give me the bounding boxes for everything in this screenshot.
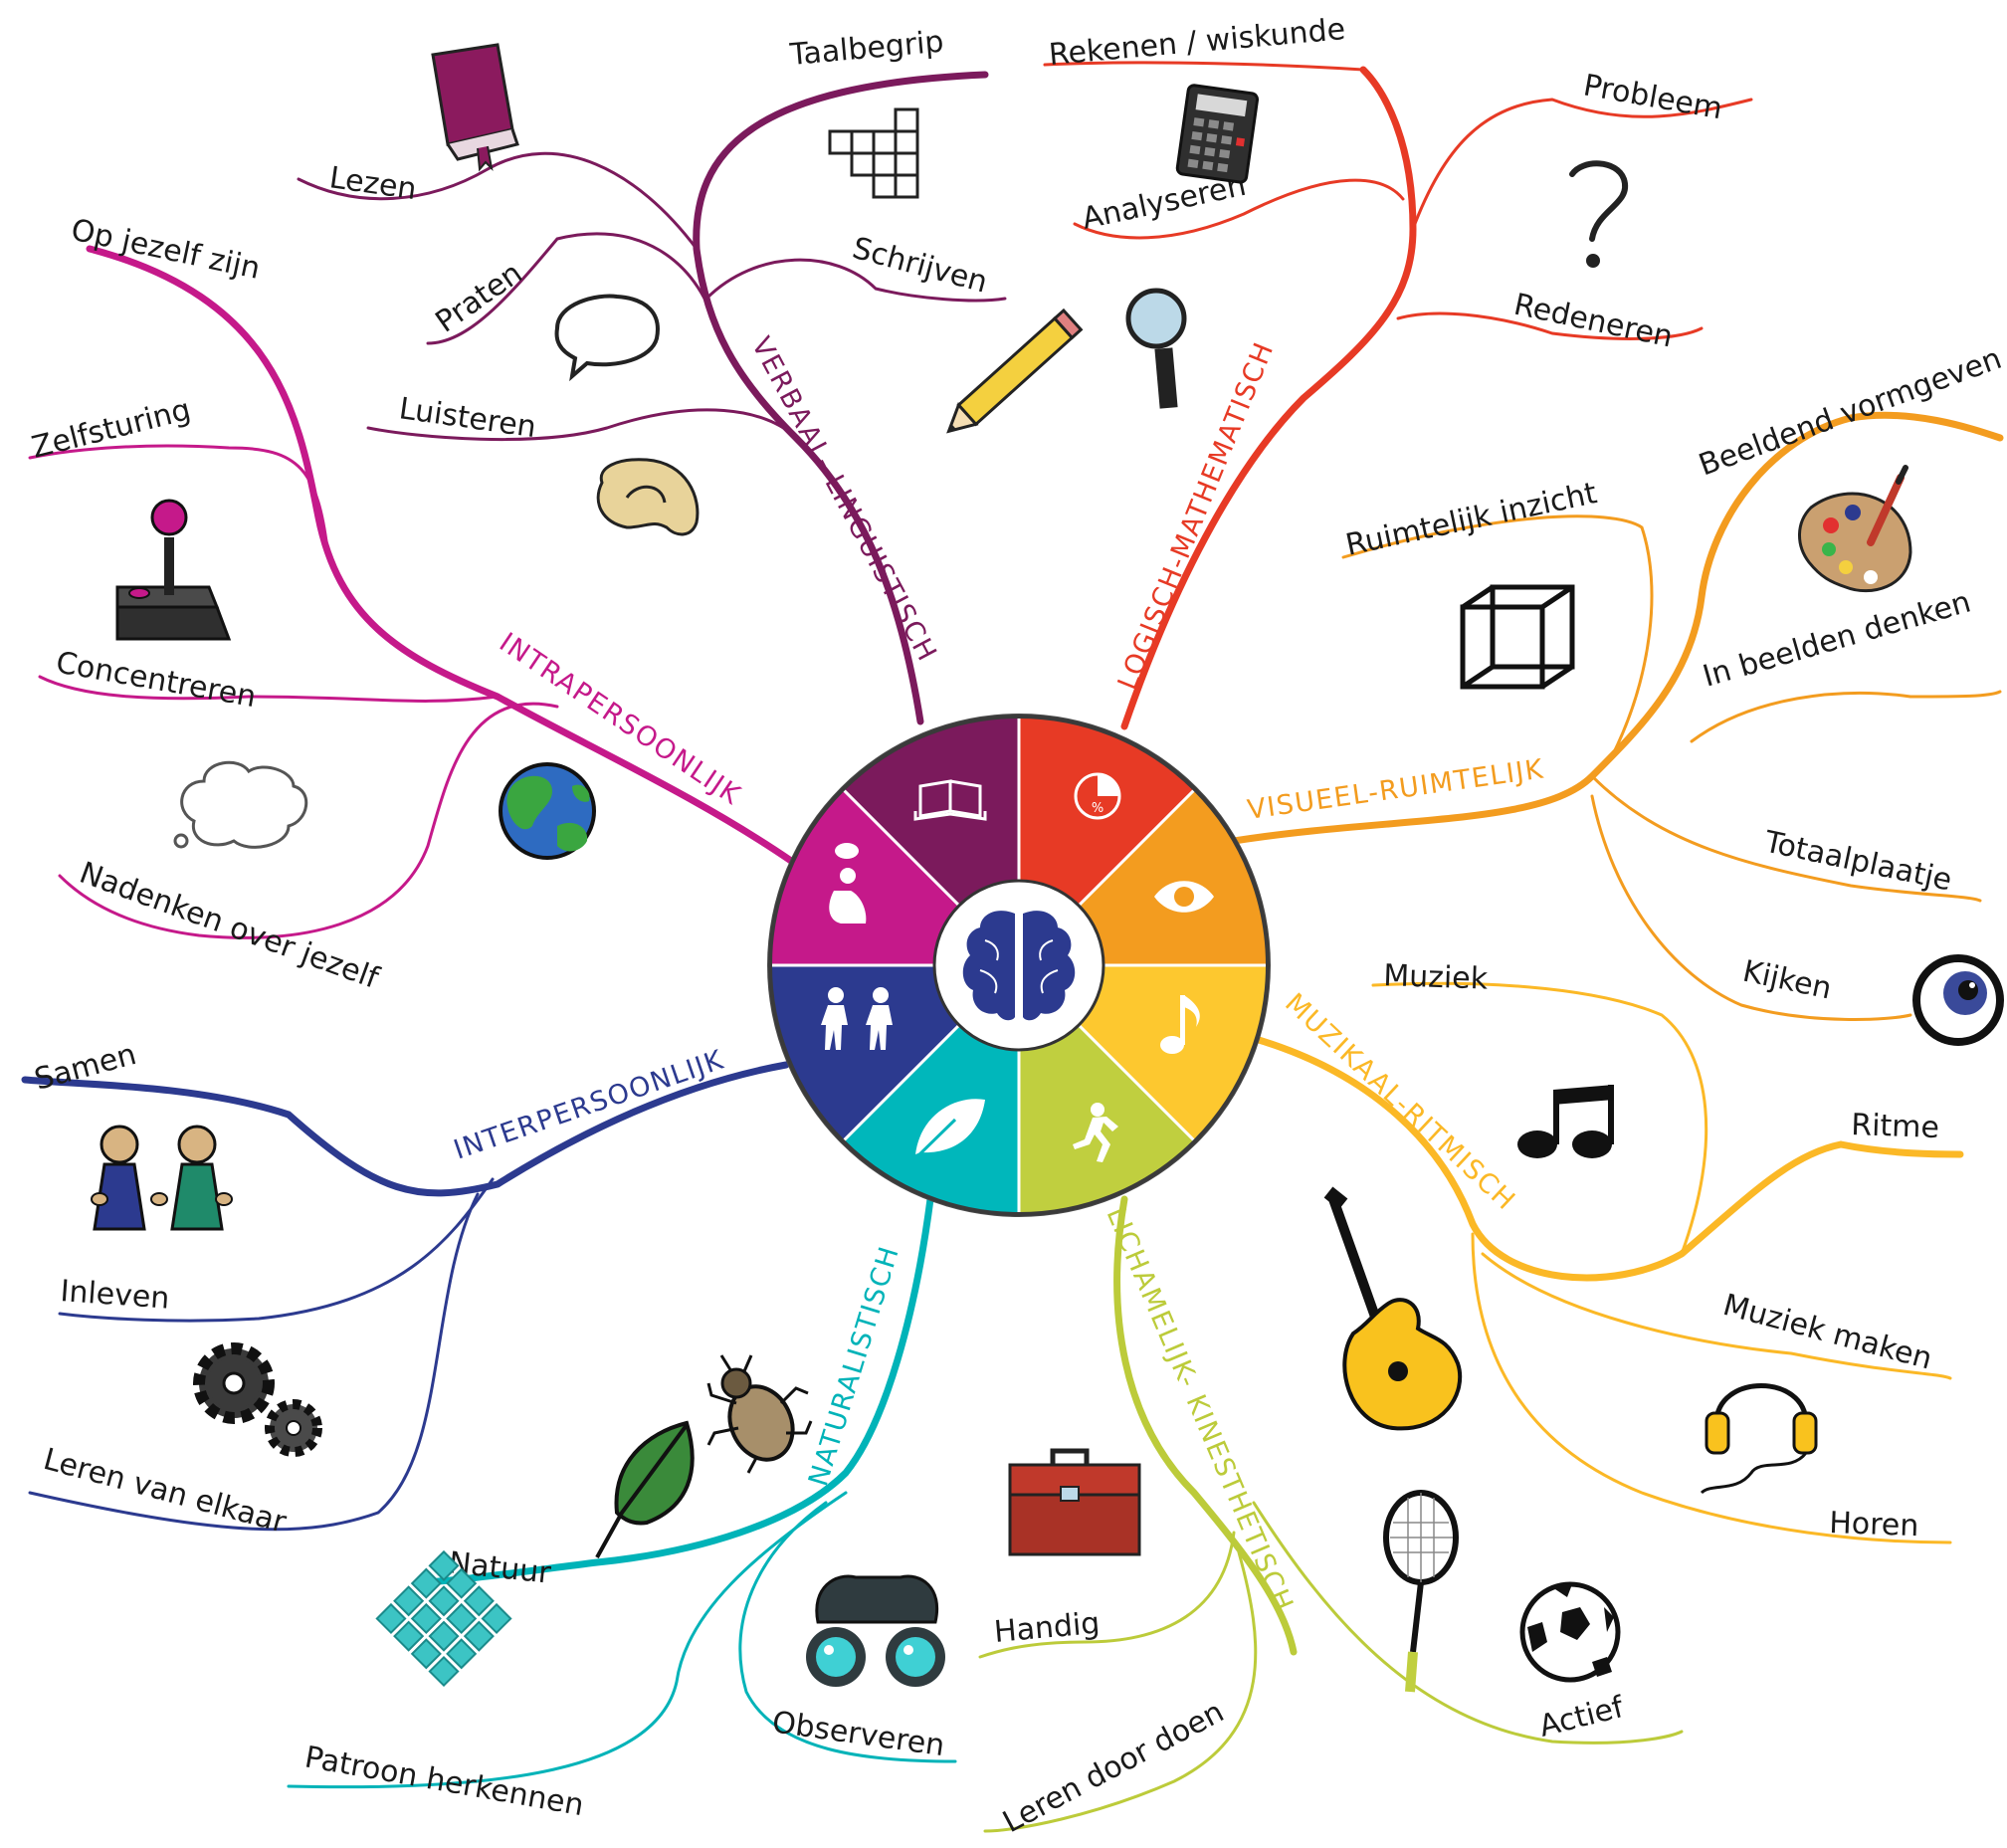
leaf-lezen: Lezen xyxy=(327,160,419,207)
naturalistisch-title: NATURALISTISCH xyxy=(803,1242,905,1490)
leaf-inleven: Inleven xyxy=(59,1274,170,1317)
eyeball-icon xyxy=(1912,954,2004,1046)
muzikaal-title: MUZIKAAL-RITMISCH xyxy=(1279,987,1521,1216)
pattern-icon xyxy=(375,1549,512,1688)
pencil-icon xyxy=(946,308,1084,434)
leaf-praten: Praten xyxy=(430,256,529,340)
leaf-schrijven: Schrijven xyxy=(849,231,991,301)
center-circle xyxy=(932,879,1105,1052)
bug-icon xyxy=(706,1354,813,1474)
logisch-title: LOGISCH-MATHEMATISCH xyxy=(1112,337,1281,695)
paint-palette-icon xyxy=(1798,465,1912,593)
leaf-zelfsturing: Zelfsturing xyxy=(28,392,194,465)
leaf-in-beelden: In beelden denken xyxy=(1700,584,1975,694)
leaf-redeneren: Redeneren xyxy=(1510,288,1676,355)
leaf-leren-van-elkaar: Leren van elkaar xyxy=(40,1442,291,1540)
badminton-racket-icon xyxy=(1383,1490,1459,1693)
music-note-icon xyxy=(1160,995,1200,1054)
two-people-icon xyxy=(821,987,893,1050)
intrapersoonlijk-branch-lines xyxy=(28,245,795,939)
leaf-ritme: Ritme xyxy=(1851,1108,1940,1145)
music-notes-icon xyxy=(1517,1085,1614,1158)
center-wheel: % xyxy=(767,714,1271,1217)
question-mark-icon xyxy=(1569,160,1629,268)
leaf-concentreren: Concentreren xyxy=(54,645,259,715)
logisch-branch-lines xyxy=(1043,61,1753,730)
visueel-branch-lines xyxy=(1230,411,2004,1021)
running-person-icon xyxy=(1073,1103,1118,1162)
leaf-muziek-maken: Muziek maken xyxy=(1719,1288,1935,1377)
open-book-icon xyxy=(913,779,987,821)
naturalistisch-branch-lines xyxy=(287,1195,957,1789)
muzikaal-branch-lines xyxy=(1255,981,1964,1544)
leaf-leren-door-doen: Leren door doen xyxy=(997,1695,1229,1840)
leaf-icon xyxy=(911,1099,985,1162)
leaf-muziek: Muziek xyxy=(1383,958,1490,997)
joystick-icon xyxy=(115,499,232,641)
leaf-luisteren: Luisteren xyxy=(397,391,538,445)
guitar-icon xyxy=(1323,1186,1463,1431)
leaf-beeldend: Beeldend vormgeven xyxy=(1695,341,2006,484)
lichamelijk-branch-lines xyxy=(978,1195,1684,1833)
calculator-icon xyxy=(1175,84,1260,184)
globe-icon xyxy=(499,762,596,860)
verbaal-branch-lines xyxy=(297,71,1007,725)
interpersoonlijk-branch-lines xyxy=(21,1061,790,1532)
green-leaf-icon xyxy=(595,1420,695,1558)
leaf-patroon: Patroon herkennen xyxy=(302,1740,587,1823)
leaf-taalbegrip: Taalbegrip xyxy=(788,25,945,73)
leaf-ruimtelijk: Ruimtelijk inzicht xyxy=(1342,476,1600,563)
thinking-person-icon xyxy=(829,843,867,924)
pie-chart-percent-icon: % xyxy=(1074,772,1121,820)
brain-icon xyxy=(962,911,1076,1021)
eye-icon xyxy=(1154,881,1214,913)
leaf-horen: Horen xyxy=(1829,1506,1919,1543)
leaf-kijken: Kijken xyxy=(1739,954,1834,1007)
gears-icon xyxy=(193,1342,322,1457)
binoculars-icon xyxy=(806,1574,945,1687)
verbaal-title: VERBAAL- LINGUISTISCH xyxy=(745,332,943,668)
ear-icon xyxy=(596,458,700,536)
interpersoonlijk-title: INTERPERSOONLIJK xyxy=(450,1044,728,1165)
headphones-icon xyxy=(1700,1383,1818,1495)
toolbox-icon xyxy=(1008,1448,1141,1556)
soccer-ball-icon xyxy=(1519,1581,1621,1683)
crossword-icon xyxy=(828,107,919,199)
thought-cloud-icon xyxy=(173,760,308,849)
svg-text:%: % xyxy=(1092,801,1104,816)
pawns-icon xyxy=(91,1125,233,1231)
book-icon xyxy=(431,43,519,172)
speech-bubble-icon xyxy=(554,294,660,382)
cube-icon xyxy=(1460,584,1575,690)
magnifying-glass-icon xyxy=(1125,288,1187,409)
leaf-actief: Actief xyxy=(1535,1690,1628,1745)
